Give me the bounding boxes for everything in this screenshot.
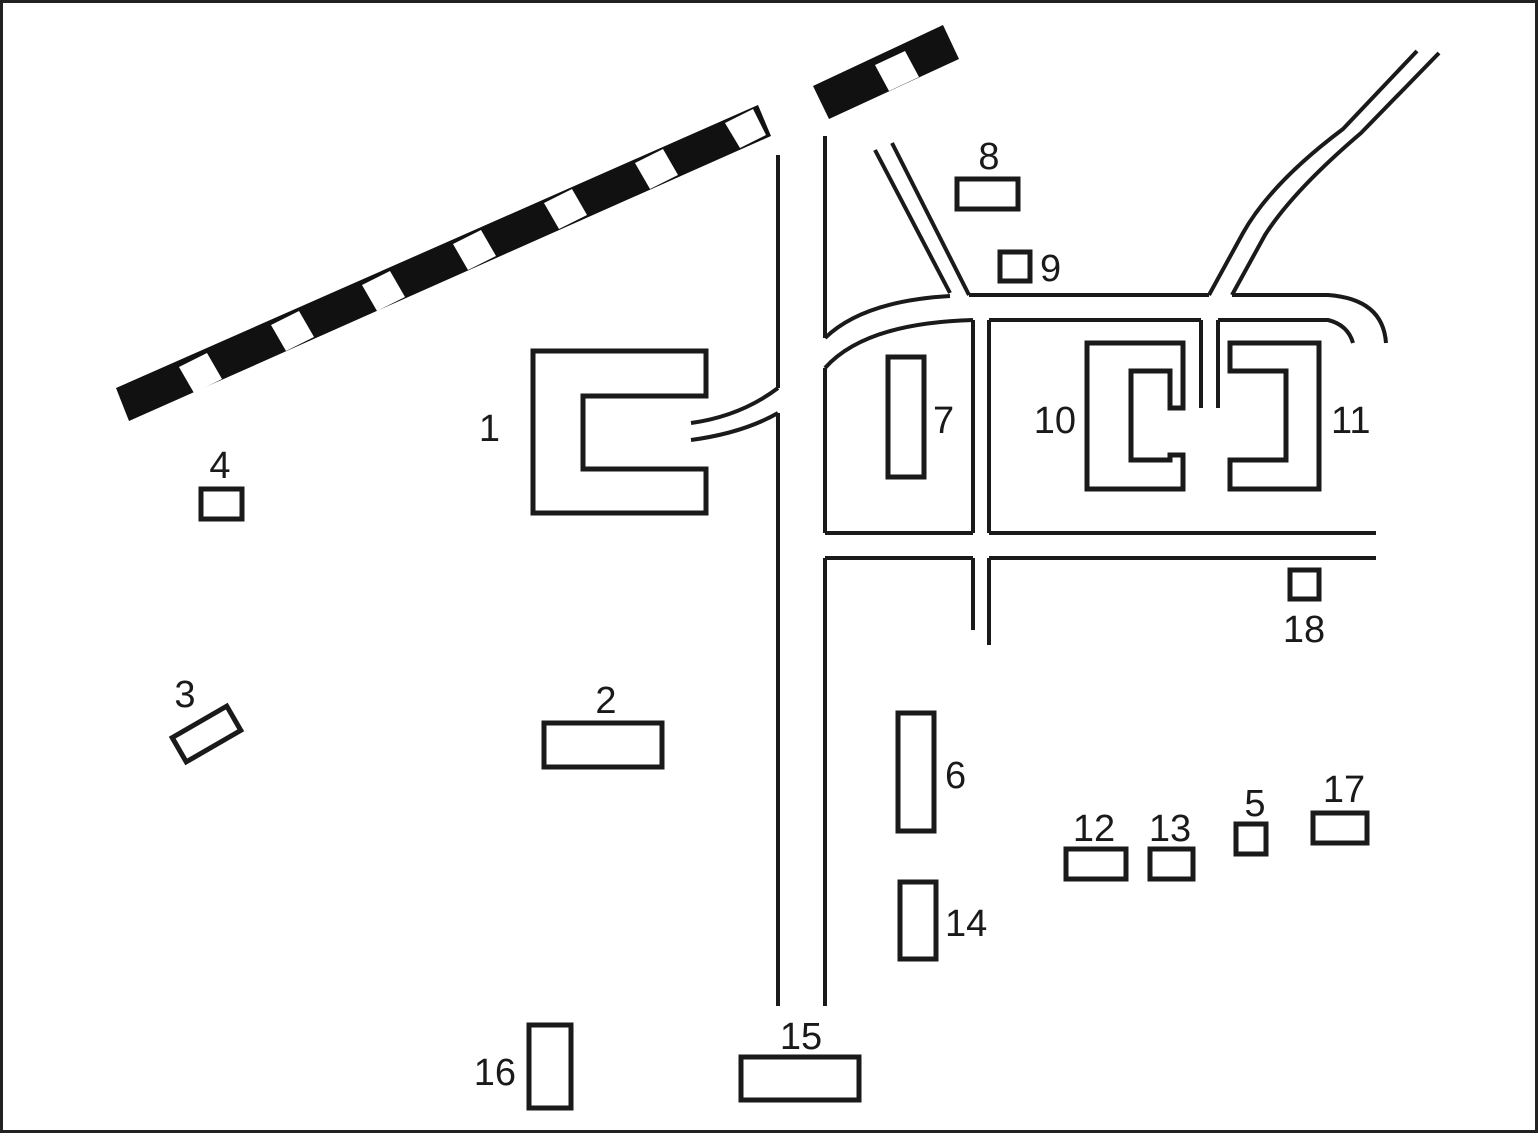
building-12[interactable] (1063, 846, 1129, 882)
building-14[interactable] (897, 879, 939, 962)
railway-gap (725, 109, 766, 148)
building-label: 1 (479, 408, 500, 450)
railway-gap (179, 353, 222, 393)
building-label: 14 (945, 903, 987, 945)
road-edge (1230, 51, 1441, 296)
railway-right (813, 25, 959, 119)
railway-gap (544, 189, 587, 229)
building-10[interactable] (1084, 340, 1186, 492)
building-label: 7 (933, 400, 954, 442)
building-6[interactable] (895, 710, 937, 834)
building-13[interactable] (1147, 846, 1196, 882)
road-edge (890, 142, 971, 296)
building-label: 18 (1283, 609, 1325, 651)
railway-track (116, 105, 771, 421)
road-edge (690, 411, 779, 442)
railway-left (116, 105, 771, 421)
railway-gap (271, 311, 314, 351)
building-11[interactable] (1227, 340, 1322, 492)
building-label: 3 (174, 674, 195, 716)
building-1[interactable] (530, 348, 709, 516)
building-label: 8 (978, 136, 999, 178)
building-9[interactable] (997, 249, 1033, 284)
building-label: 6 (945, 755, 966, 797)
building-2[interactable] (541, 720, 665, 770)
site-plan-map: 1 2 3 4 5 6 7 8 9 10 11 12 (116, 25, 1441, 1111)
building-16[interactable] (526, 1022, 574, 1111)
road-edge (873, 149, 952, 294)
road-edge (823, 294, 951, 340)
railway-gap (875, 51, 919, 91)
building-8[interactable] (954, 176, 1021, 212)
building-label: 5 (1244, 783, 1265, 825)
building-5[interactable] (1233, 821, 1269, 857)
railway-gap (635, 149, 678, 189)
building-3[interactable] (168, 702, 245, 766)
road-edge (1207, 49, 1419, 296)
building-label: 2 (595, 680, 616, 722)
building-label: 4 (209, 445, 230, 487)
building-4[interactable] (198, 486, 245, 522)
road-edge (690, 386, 780, 425)
building-15[interactable] (738, 1054, 862, 1103)
buildings: 1 2 3 4 5 6 7 8 9 10 11 12 (168, 136, 1370, 1111)
building-label: 9 (1040, 248, 1061, 290)
railway-gap (362, 271, 405, 311)
building-label: 12 (1073, 808, 1115, 850)
building-label: 11 (1331, 400, 1370, 442)
building-label: 10 (1034, 400, 1076, 442)
road-edge (1218, 318, 1355, 344)
roads (690, 49, 1441, 1006)
building-label: 13 (1149, 808, 1191, 850)
building-label: 15 (780, 1016, 822, 1058)
building-label: 16 (474, 1052, 516, 1094)
building-17[interactable] (1310, 810, 1370, 846)
road-edge (823, 318, 974, 370)
building-7[interactable] (885, 354, 927, 480)
road-edge (1232, 293, 1388, 344)
railway-gap (453, 230, 496, 270)
building-18[interactable] (1287, 567, 1322, 602)
building-label: 17 (1323, 769, 1365, 811)
